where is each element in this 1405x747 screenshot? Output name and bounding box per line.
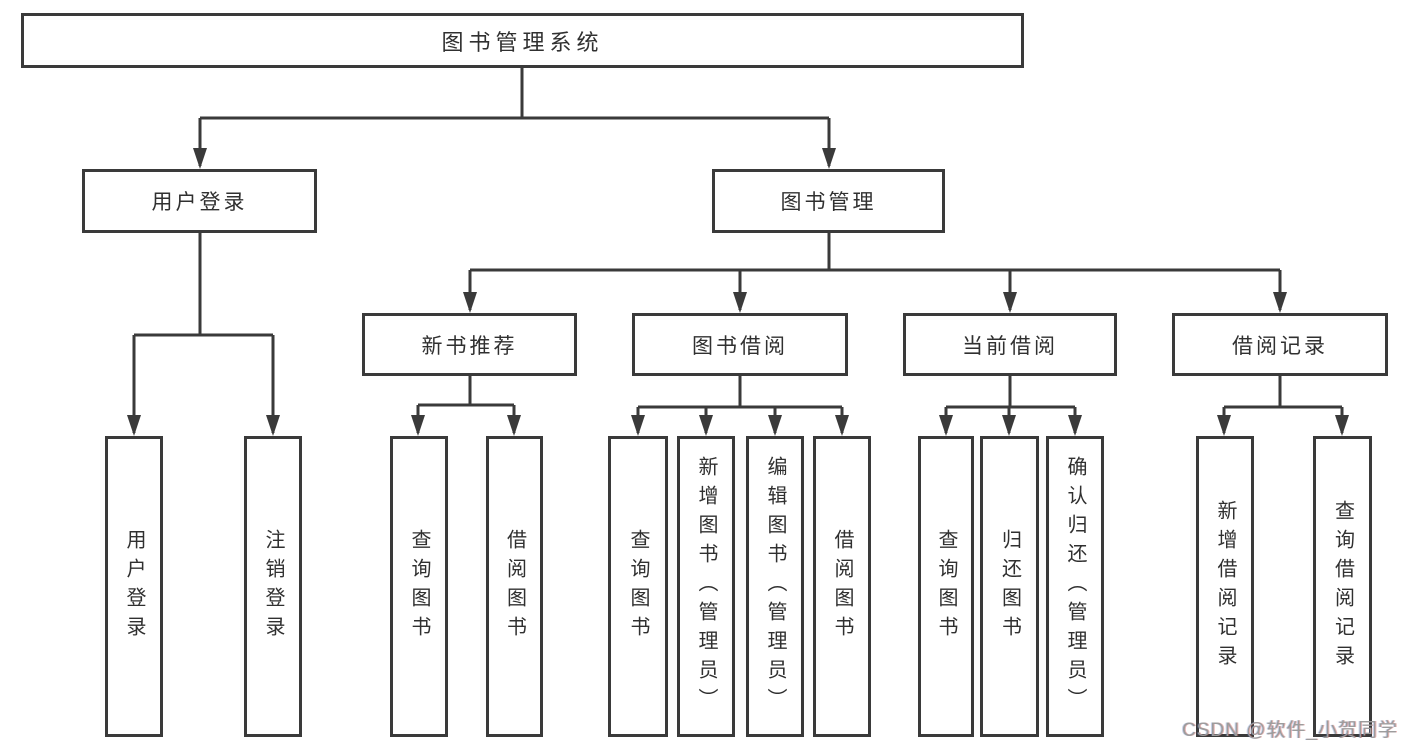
leaf-return-book-label: 归还图书 [998, 528, 1021, 645]
leaf-query-book-current-label: 查询图书 [935, 528, 957, 645]
arrowhead-icon [1003, 292, 1017, 313]
watermark: CSDN @软件_小贺同学 [1182, 720, 1398, 741]
leaf-borrow-book-label: 借阅图书 [831, 528, 853, 645]
node-book-management: 图书管理 [712, 169, 945, 233]
arrowhead-icon [1217, 415, 1231, 436]
leaf-query-book-borrow-label: 查询图书 [627, 528, 649, 645]
leaf-confirm-return-admin: 确认归还（管理员） [1046, 436, 1104, 737]
arrowhead-icon [768, 415, 782, 436]
leaf-borrow-book-recommend-label: 借阅图书 [503, 528, 526, 645]
arrowhead-icon [631, 415, 645, 436]
leaf-query-book-borrow: 查询图书 [608, 436, 668, 737]
leaf-return-book: 归还图书 [980, 436, 1039, 737]
leaf-edit-book-admin: 编辑图书（管理员） [746, 436, 804, 737]
arrowhead-icon [1273, 292, 1287, 313]
arrowhead-icon [939, 415, 953, 436]
arrowhead-icon [463, 292, 477, 313]
leaf-add-borrow-record: 新增借阅记录 [1196, 436, 1254, 737]
node-current-borrow: 当前借阅 [903, 313, 1117, 376]
leaf-logout: 注销登录 [244, 436, 302, 737]
node-book-borrow: 图书借阅 [632, 313, 848, 376]
node-borrow-record: 借阅记录 [1172, 313, 1388, 376]
node-book-borrow-label: 图书借阅 [692, 334, 788, 358]
arrowhead-icon [411, 415, 425, 436]
leaf-query-borrow-record: 查询借阅记录 [1313, 436, 1372, 737]
arrowhead-icon [1002, 415, 1016, 436]
node-root-label: 图书管理系统 [441, 29, 604, 55]
leaf-user-login: 用户登录 [105, 436, 163, 737]
arrowhead-icon [193, 148, 207, 169]
arrowhead-icon [822, 148, 836, 169]
node-new-book-recommend: 新书推荐 [362, 313, 577, 376]
arrowhead-icon [1068, 415, 1082, 436]
node-new-book-recommend-label: 新书推荐 [421, 334, 518, 358]
node-root: 图书管理系统 [21, 13, 1024, 68]
arrowhead-icon [507, 415, 521, 436]
arrowhead-icon [733, 292, 747, 313]
leaf-add-book-admin-label: 新增图书（管理员） [695, 456, 717, 717]
leaf-add-borrow-record-label: 新增借阅记录 [1214, 499, 1236, 674]
arrowhead-icon [127, 415, 141, 436]
leaf-query-book-recommend: 查询图书 [390, 436, 448, 737]
node-current-borrow-label: 当前借阅 [962, 334, 1058, 358]
arrowhead-icon [266, 415, 280, 436]
leaf-query-borrow-record-label: 查询借阅记录 [1331, 499, 1354, 674]
leaf-logout-label: 注销登录 [262, 528, 284, 645]
leaf-confirm-return-admin-label: 确认归还（管理员） [1064, 456, 1086, 717]
node-user-login: 用户登录 [82, 169, 317, 233]
leaf-add-book-admin: 新增图书（管理员） [677, 436, 735, 737]
leaf-borrow-book-recommend: 借阅图书 [486, 436, 543, 737]
leaf-user-login-label: 用户登录 [123, 528, 145, 645]
leaf-edit-book-admin-label: 编辑图书（管理员） [764, 456, 786, 717]
node-user-login-label: 用户登录 [151, 191, 248, 214]
arrowhead-icon [835, 415, 849, 436]
leaf-borrow-book: 借阅图书 [813, 436, 871, 737]
leaf-query-book-recommend-label: 查询图书 [408, 528, 430, 645]
leaf-query-book-current: 查询图书 [918, 436, 974, 737]
node-borrow-record-label: 借阅记录 [1232, 334, 1328, 358]
arrowhead-icon [699, 415, 713, 436]
node-book-management-label: 图书管理 [780, 191, 877, 214]
arrowhead-icon [1335, 415, 1349, 436]
